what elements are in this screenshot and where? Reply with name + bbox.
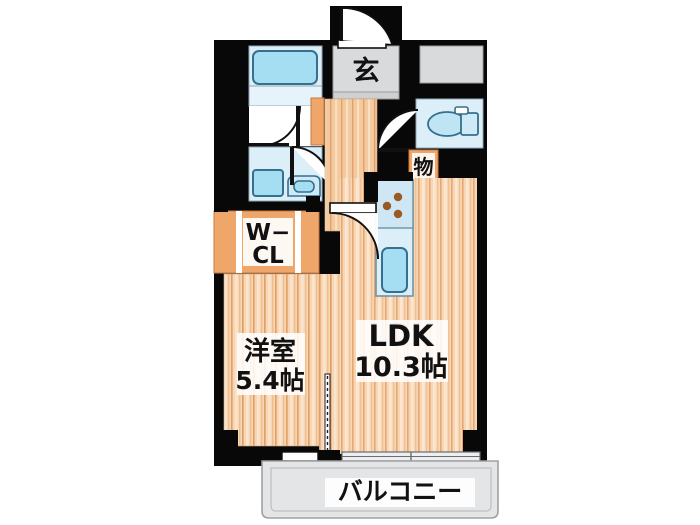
hall-closet-strip	[310, 97, 325, 146]
meter-box-icon	[419, 45, 484, 84]
closet-door-divider-1[interactable]	[236, 211, 242, 273]
ldk-label-plate	[356, 320, 448, 382]
storage-closet: 物	[408, 149, 439, 182]
toilet-icon	[427, 106, 479, 137]
kitchen-sink-icon	[381, 247, 408, 293]
bedroom-name-label: 洋室	[244, 336, 296, 367]
closet-label-line2: CL	[252, 243, 284, 269]
balcony-label-plate	[325, 478, 475, 507]
kitchen	[375, 179, 414, 297]
bedroom-label-plate	[237, 333, 305, 395]
toilet	[376, 98, 484, 152]
closet-label-line1: W−	[246, 220, 291, 246]
balcony: バルコニー	[261, 460, 499, 519]
ldk-name-label-2: LDK	[368, 319, 435, 353]
storage-label: 物	[414, 155, 434, 179]
washing-machine-icon	[252, 169, 284, 197]
ldk-size-label-2: 10.3帖	[354, 352, 448, 383]
bedroom-size-label: 5.4帖	[235, 366, 304, 395]
closet-door-divider-2[interactable]	[295, 211, 301, 273]
ldk-door[interactable]	[329, 202, 379, 260]
entrance-door[interactable]	[337, 7, 393, 49]
balcony-sliding-door[interactable]	[341, 451, 481, 462]
bathroom	[248, 45, 323, 107]
walk-in-closet: W− CL	[213, 210, 320, 274]
bedroom-sliding-door[interactable]	[319, 274, 340, 458]
entrance-label: 玄	[353, 55, 380, 87]
western-room: 洋室 5.4帖	[223, 273, 320, 447]
stove-icon	[382, 192, 403, 219]
bathtub-icon	[252, 50, 318, 85]
washroom	[248, 146, 331, 202]
toilet-door[interactable]	[376, 109, 419, 152]
bath-door[interactable]	[249, 105, 322, 147]
balcony-label: バルコニー	[338, 477, 463, 506]
sink-icon	[287, 175, 321, 197]
